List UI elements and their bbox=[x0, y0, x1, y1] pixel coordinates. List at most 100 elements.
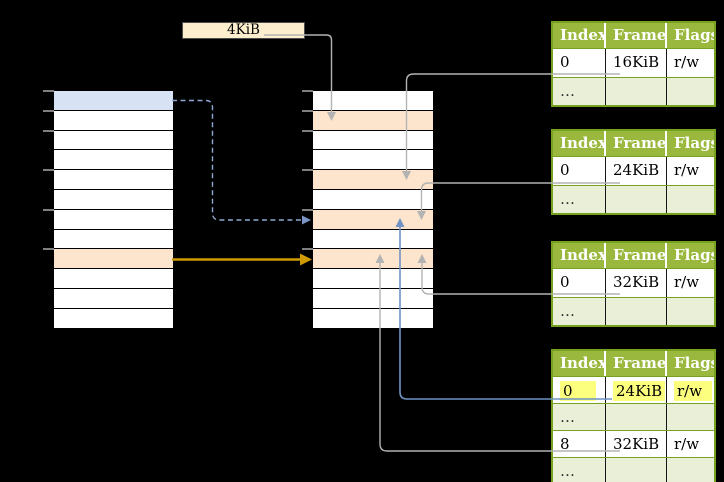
table-row: 0 16KiB r/w bbox=[553, 49, 714, 78]
flags-cell bbox=[667, 77, 714, 105]
table-header-row: Index Frame Flags bbox=[553, 23, 714, 49]
frame-cell: 32KiB bbox=[606, 431, 667, 457]
col-header-frame: Frame bbox=[606, 23, 667, 48]
pointer-virtual-row0-translation bbox=[172, 99, 302, 221]
page-table-2: Index Frame Flags 0 24KiB r/w … bbox=[551, 129, 716, 215]
table-header-row: Index Frame Flags bbox=[553, 131, 714, 157]
memory-cell bbox=[54, 110, 173, 131]
page-size-label: 4KiB bbox=[182, 22, 305, 39]
col-header-index: Index bbox=[553, 243, 606, 268]
memory-cell bbox=[313, 269, 433, 289]
table-header-row: Index Frame Flags bbox=[553, 351, 714, 377]
memory-cell bbox=[313, 229, 433, 250]
address-tick bbox=[43, 208, 54, 211]
frame-cell: 32KiB bbox=[606, 269, 667, 297]
virtual-memory-column bbox=[43, 90, 174, 329]
flags-cell: r/w bbox=[667, 157, 714, 185]
index-cell: 8 bbox=[553, 431, 606, 457]
address-tick bbox=[302, 90, 313, 92]
memory-cell bbox=[54, 269, 173, 289]
index-cell: 0 bbox=[553, 269, 606, 297]
frame-cell: 24KiB bbox=[606, 377, 667, 403]
index-cell: … bbox=[553, 297, 606, 325]
memory-cell bbox=[313, 189, 433, 210]
arrowhead-right-icon bbox=[300, 253, 312, 266]
col-header-index: Index bbox=[553, 23, 606, 48]
flags-cell bbox=[667, 297, 714, 325]
col-header-flags: Flags bbox=[667, 131, 714, 156]
flags-cell bbox=[667, 404, 714, 430]
memory-cell bbox=[54, 229, 173, 250]
index-cell: … bbox=[553, 77, 606, 105]
memory-cell bbox=[54, 209, 173, 230]
memory-cell bbox=[313, 249, 433, 270]
index-cell: 0 bbox=[553, 377, 606, 403]
col-header-index: Index bbox=[553, 131, 606, 156]
flags-cell: r/w bbox=[667, 377, 714, 403]
memory-cell bbox=[54, 308, 173, 329]
table-row-ellipsis: … bbox=[553, 404, 714, 431]
page-table-4: Index Frame Flags 0 24KiB r/w … 8 32KiB … bbox=[551, 349, 716, 482]
page-table-3: Index Frame Flags 0 32KiB r/w … bbox=[551, 241, 716, 327]
index-cell: … bbox=[553, 458, 606, 482]
memory-cell bbox=[313, 209, 433, 230]
address-tick bbox=[302, 169, 313, 172]
memory-cell bbox=[313, 308, 433, 329]
memory-cell bbox=[313, 170, 433, 190]
address-tick bbox=[43, 90, 54, 92]
arrowhead-right-icon bbox=[302, 215, 311, 225]
frame-cell bbox=[606, 185, 667, 213]
address-tick bbox=[43, 129, 54, 132]
address-tick bbox=[302, 208, 313, 211]
col-header-frame: Frame bbox=[606, 243, 667, 268]
address-tick bbox=[302, 248, 313, 251]
frame-cell bbox=[606, 77, 667, 105]
memory-cell bbox=[313, 91, 433, 111]
table-row: 0 24KiB r/w bbox=[553, 157, 714, 186]
memory-cell bbox=[54, 249, 173, 270]
frame-cell bbox=[606, 404, 667, 430]
memory-cell bbox=[54, 189, 173, 210]
address-tick bbox=[43, 248, 54, 251]
frame-cell: 16KiB bbox=[606, 49, 667, 77]
flags-cell bbox=[667, 185, 714, 213]
address-tick bbox=[43, 109, 54, 112]
highlighted-value: 0 bbox=[560, 381, 596, 401]
memory-cell bbox=[54, 170, 173, 190]
page-table-1: Index Frame Flags 0 16KiB r/w … bbox=[551, 21, 716, 107]
memory-cell bbox=[54, 91, 173, 111]
highlighted-value: 24KiB bbox=[613, 381, 666, 401]
col-header-index: Index bbox=[553, 351, 606, 376]
col-header-flags: Flags bbox=[667, 243, 714, 268]
table-row-ellipsis: … bbox=[553, 185, 714, 213]
table-row-ellipsis: … bbox=[553, 458, 714, 482]
memory-cell bbox=[313, 110, 433, 131]
highlighted-value: r/w bbox=[674, 381, 712, 401]
table-row-ellipsis: … bbox=[553, 77, 714, 105]
flags-cell: r/w bbox=[667, 431, 714, 457]
frame-cell bbox=[606, 297, 667, 325]
table-row: 8 32KiB r/w bbox=[553, 431, 714, 458]
flags-cell: r/w bbox=[667, 269, 714, 297]
table-header-row: Index Frame Flags bbox=[553, 243, 714, 269]
table-row-highlighted: 0 24KiB r/w bbox=[553, 377, 714, 404]
memory-cell bbox=[54, 130, 173, 151]
address-tick bbox=[302, 109, 313, 112]
memory-cell bbox=[54, 150, 173, 171]
col-header-frame: Frame bbox=[606, 131, 667, 156]
index-cell: … bbox=[553, 404, 606, 430]
col-header-frame: Frame bbox=[606, 351, 667, 376]
col-header-flags: Flags bbox=[667, 351, 714, 376]
flags-cell bbox=[667, 458, 714, 482]
index-cell: 0 bbox=[553, 49, 606, 77]
memory-cell bbox=[313, 288, 433, 309]
index-cell: … bbox=[553, 185, 606, 213]
memory-cell bbox=[313, 130, 433, 151]
address-tick bbox=[302, 129, 313, 132]
frame-cell bbox=[606, 458, 667, 482]
col-header-flags: Flags bbox=[667, 23, 714, 48]
memory-cell bbox=[54, 288, 173, 309]
frame-cell: 24KiB bbox=[606, 157, 667, 185]
table-row: 0 32KiB r/w bbox=[553, 269, 714, 298]
